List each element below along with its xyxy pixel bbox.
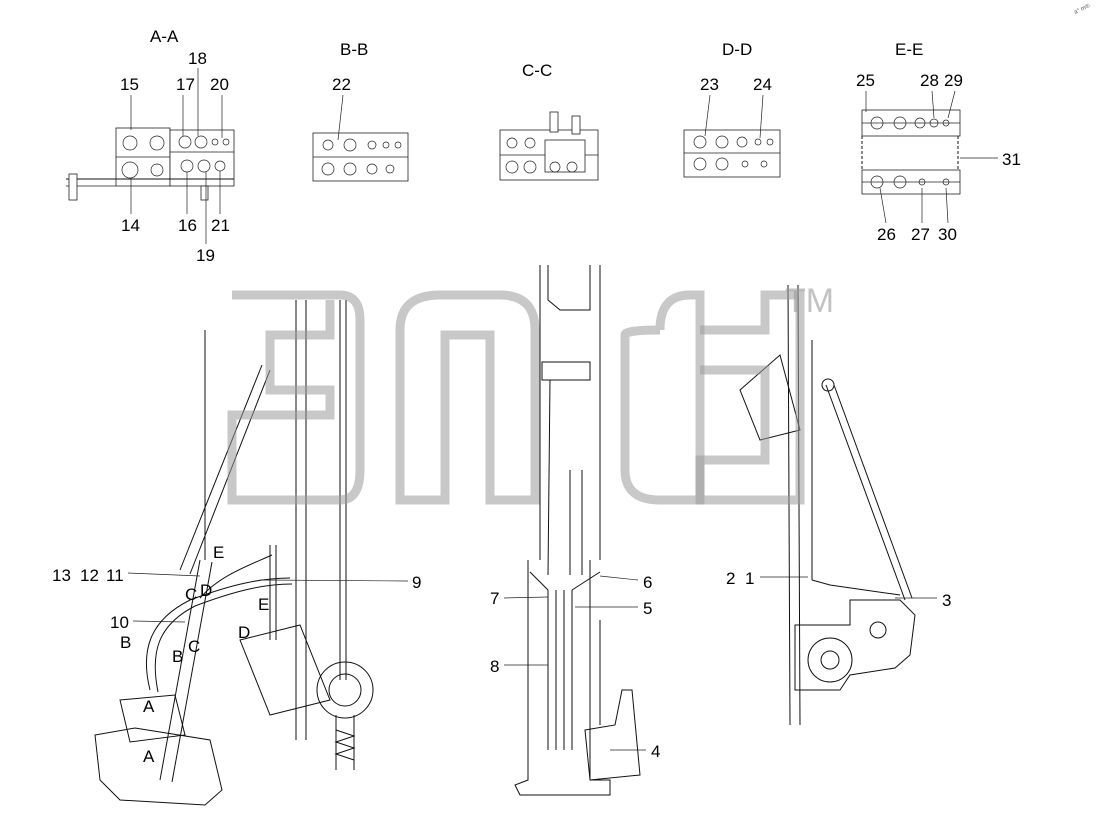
section-b-b: B-B 22 (312, 40, 409, 182)
section-a-a: A-A 15 17 18 20 14 16 21 19 (66, 27, 235, 265)
callout-26: 26 (877, 225, 896, 244)
callout-4: 4 (651, 742, 660, 761)
callout-29: 29 (944, 71, 963, 90)
clamp-block-a-right (169, 129, 235, 187)
view-marker-e-1: E (213, 543, 224, 562)
callout-5: 5 (643, 599, 652, 618)
section-title-a-a: A-A (150, 27, 179, 46)
center-outrigger (584, 689, 641, 781)
callout-21: 21 (211, 216, 230, 235)
callout-19: 19 (196, 246, 215, 265)
view-marker-b-2: B (172, 647, 183, 666)
section-title-d-d: D-D (722, 40, 752, 59)
right-base-frame (794, 599, 916, 691)
callout-17: 17 (176, 75, 195, 94)
callout-28: 28 (920, 71, 939, 90)
callout-1: 1 (745, 569, 754, 588)
center-clamp (541, 361, 591, 381)
view-marker-d-1: D (200, 581, 212, 600)
callout-30: 30 (938, 225, 957, 244)
callout-18: 18 (188, 49, 207, 68)
section-title-b-b: B-B (340, 40, 368, 59)
clamp-block-d (683, 129, 781, 178)
section-title-e-e: E-E (895, 40, 923, 59)
callout-8: 8 (490, 657, 499, 676)
callout-11: 11 (106, 566, 124, 585)
callout-20: 20 (210, 75, 229, 94)
section-e-e: E-E 25 28 29 31 26 27 30 (856, 40, 1021, 244)
callout-3: 3 (942, 591, 951, 610)
main-view-left: 13 12 11 9 10 E E D D C C B B A A (52, 300, 421, 806)
view-marker-c-1: C (185, 585, 197, 604)
callout-10: 10 (110, 613, 129, 632)
callout-27: 27 (911, 225, 930, 244)
watermark-logo: TM (227, 282, 834, 505)
callout-22: 22 (332, 75, 351, 94)
view-marker-a-1: A (143, 697, 155, 716)
view-marker-a-2: A (143, 747, 155, 766)
view-marker-e-2: E (258, 595, 269, 614)
watermark-tm: TM (785, 282, 834, 320)
left-base-body (94, 727, 223, 806)
callout-25: 25 (856, 71, 875, 90)
section-title-c-c: C-C (522, 61, 552, 80)
callout-2: 2 (726, 569, 735, 588)
callout-9: 9 (412, 573, 421, 592)
section-d-d: D-D 23 24 (683, 40, 781, 178)
right-winch (807, 637, 853, 683)
section-c-c: C-C (499, 61, 599, 181)
callout-13: 13 (52, 566, 71, 585)
rotary-drive (316, 661, 374, 719)
callout-24: 24 (753, 75, 772, 94)
callout-14: 14 (121, 216, 140, 235)
callout-23: 23 (700, 75, 719, 94)
view-marker-c-2: C (188, 637, 200, 656)
callout-6: 6 (643, 573, 652, 592)
view-marker-d-2: D (238, 623, 250, 642)
main-view-center: 6 5 7 8 4 (490, 265, 660, 796)
corner-mark: a° m® (1073, 2, 1092, 16)
callout-31: 31 (1002, 150, 1021, 169)
view-marker-b-1: B (120, 633, 131, 652)
callout-16: 16 (178, 216, 197, 235)
callout-12: 12 (80, 566, 99, 585)
callout-7: 7 (490, 589, 499, 608)
callout-15: 15 (120, 75, 139, 94)
main-view-right: 2 1 3 (726, 284, 951, 726)
